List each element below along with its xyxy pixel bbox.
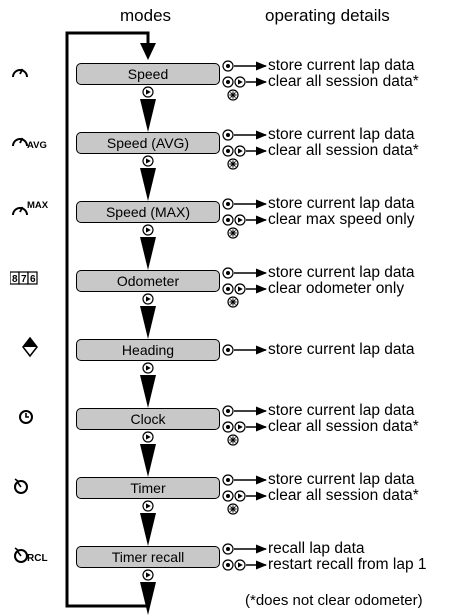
press-button-symbol — [222, 198, 234, 210]
press-button-symbol — [222, 344, 234, 356]
next-mode-button-symbol — [142, 224, 154, 236]
svg-text:7: 7 — [21, 274, 27, 285]
next-button-symbol — [234, 76, 246, 88]
operating-detail: store current lap data — [268, 402, 415, 419]
next-mode-button-symbol — [142, 362, 154, 374]
next-mode-button-symbol — [142, 293, 154, 305]
next-mode-button-symbol — [142, 500, 154, 512]
clock-icon — [10, 404, 58, 430]
hold-button-symbol — [227, 296, 239, 308]
stopwatch-recall-icon: RCL — [10, 542, 58, 568]
icon-suffix: RCL — [27, 553, 48, 564]
speedometer-max-icon: MAX — [10, 197, 58, 223]
press-button-symbol — [222, 267, 234, 279]
operating-detail: clear all session data* — [268, 142, 419, 159]
stopwatch-icon — [10, 473, 58, 499]
operating-detail: clear all session data* — [268, 418, 419, 435]
next-mode-button-symbol — [142, 86, 154, 98]
next-button-symbol — [234, 490, 246, 502]
next-mode-arrowhead — [140, 99, 156, 132]
next-mode-arrowhead — [140, 237, 156, 270]
next-button-symbol — [234, 421, 246, 433]
press-button-symbol — [222, 474, 234, 486]
mode-box-odometer: Odometer — [76, 270, 220, 292]
mode-box-speed: Speed — [76, 63, 220, 85]
operating-detail: store current lap data — [268, 126, 415, 143]
operating-detail: store current lap data — [268, 471, 415, 488]
operating-detail: store current lap data — [268, 195, 415, 212]
press-button-symbol — [222, 283, 234, 295]
operating-detail: store current lap data — [268, 57, 415, 74]
press-button-symbol — [222, 145, 234, 157]
mode-box-timer: Timer — [76, 477, 220, 499]
press-button-symbol — [222, 129, 234, 141]
press-button-symbol — [222, 60, 234, 72]
press-button-symbol — [222, 490, 234, 502]
mode-box-clock: Clock — [76, 408, 220, 430]
operating-detail: clear all session data* — [268, 487, 419, 504]
mode-box-speed-max: Speed (MAX) — [76, 201, 220, 223]
press-button-symbol — [222, 421, 234, 433]
icon-suffix: MAX — [27, 200, 49, 211]
next-mode-button-symbol — [142, 569, 154, 581]
hold-button-symbol — [227, 503, 239, 515]
next-mode-arrowhead — [140, 513, 156, 546]
operating-detail: store current lap data — [268, 264, 415, 281]
mode-box-speed-avg: Speed (AVG) — [76, 132, 220, 154]
next-mode-arrowhead — [140, 582, 156, 615]
hold-button-symbol — [227, 434, 239, 446]
operating-detail: store current lap data — [268, 341, 415, 358]
operating-detail: recall lap data — [268, 540, 365, 557]
speedometer-icon — [10, 59, 58, 85]
operating-detail: clear odometer only — [268, 280, 405, 297]
speedometer-avg-icon: AVG — [10, 128, 58, 154]
next-mode-button-symbol — [142, 155, 154, 167]
next-button-symbol — [234, 214, 246, 226]
mode-box-timer-recall: Timer recall — [76, 546, 220, 568]
loop-entry-arrowhead — [140, 43, 156, 60]
modes-header: modes — [120, 6, 172, 25]
press-button-symbol — [222, 76, 234, 88]
footnote: (*does not clear odometer) — [245, 592, 423, 609]
next-button-symbol — [234, 145, 246, 157]
next-mode-arrowhead — [140, 306, 156, 339]
svg-text:6: 6 — [30, 274, 36, 285]
next-mode-arrowhead — [140, 444, 156, 477]
icon-suffix: AVG — [27, 140, 47, 151]
operating-detail: clear all session data* — [268, 73, 419, 90]
press-button-symbol — [222, 559, 234, 571]
loop-line — [65, 31, 150, 608]
mode-box-heading: Heading — [76, 339, 220, 361]
operating-detail: restart recall from lap 1 — [268, 556, 427, 573]
hold-button-symbol — [227, 158, 239, 170]
operating-detail: clear max speed only — [268, 211, 415, 228]
hold-button-symbol — [227, 89, 239, 101]
next-mode-arrowhead — [140, 168, 156, 201]
compass-icon — [10, 335, 58, 361]
press-button-symbol — [222, 405, 234, 417]
next-mode-button-symbol — [142, 431, 154, 443]
press-button-symbol — [222, 214, 234, 226]
press-button-symbol — [222, 543, 234, 555]
next-button-symbol — [234, 559, 246, 571]
hold-button-symbol — [227, 227, 239, 239]
operating-details-header: operating details — [265, 6, 390, 25]
next-button-symbol — [234, 283, 246, 295]
next-mode-arrowhead — [140, 375, 156, 408]
svg-text:8: 8 — [12, 274, 18, 285]
